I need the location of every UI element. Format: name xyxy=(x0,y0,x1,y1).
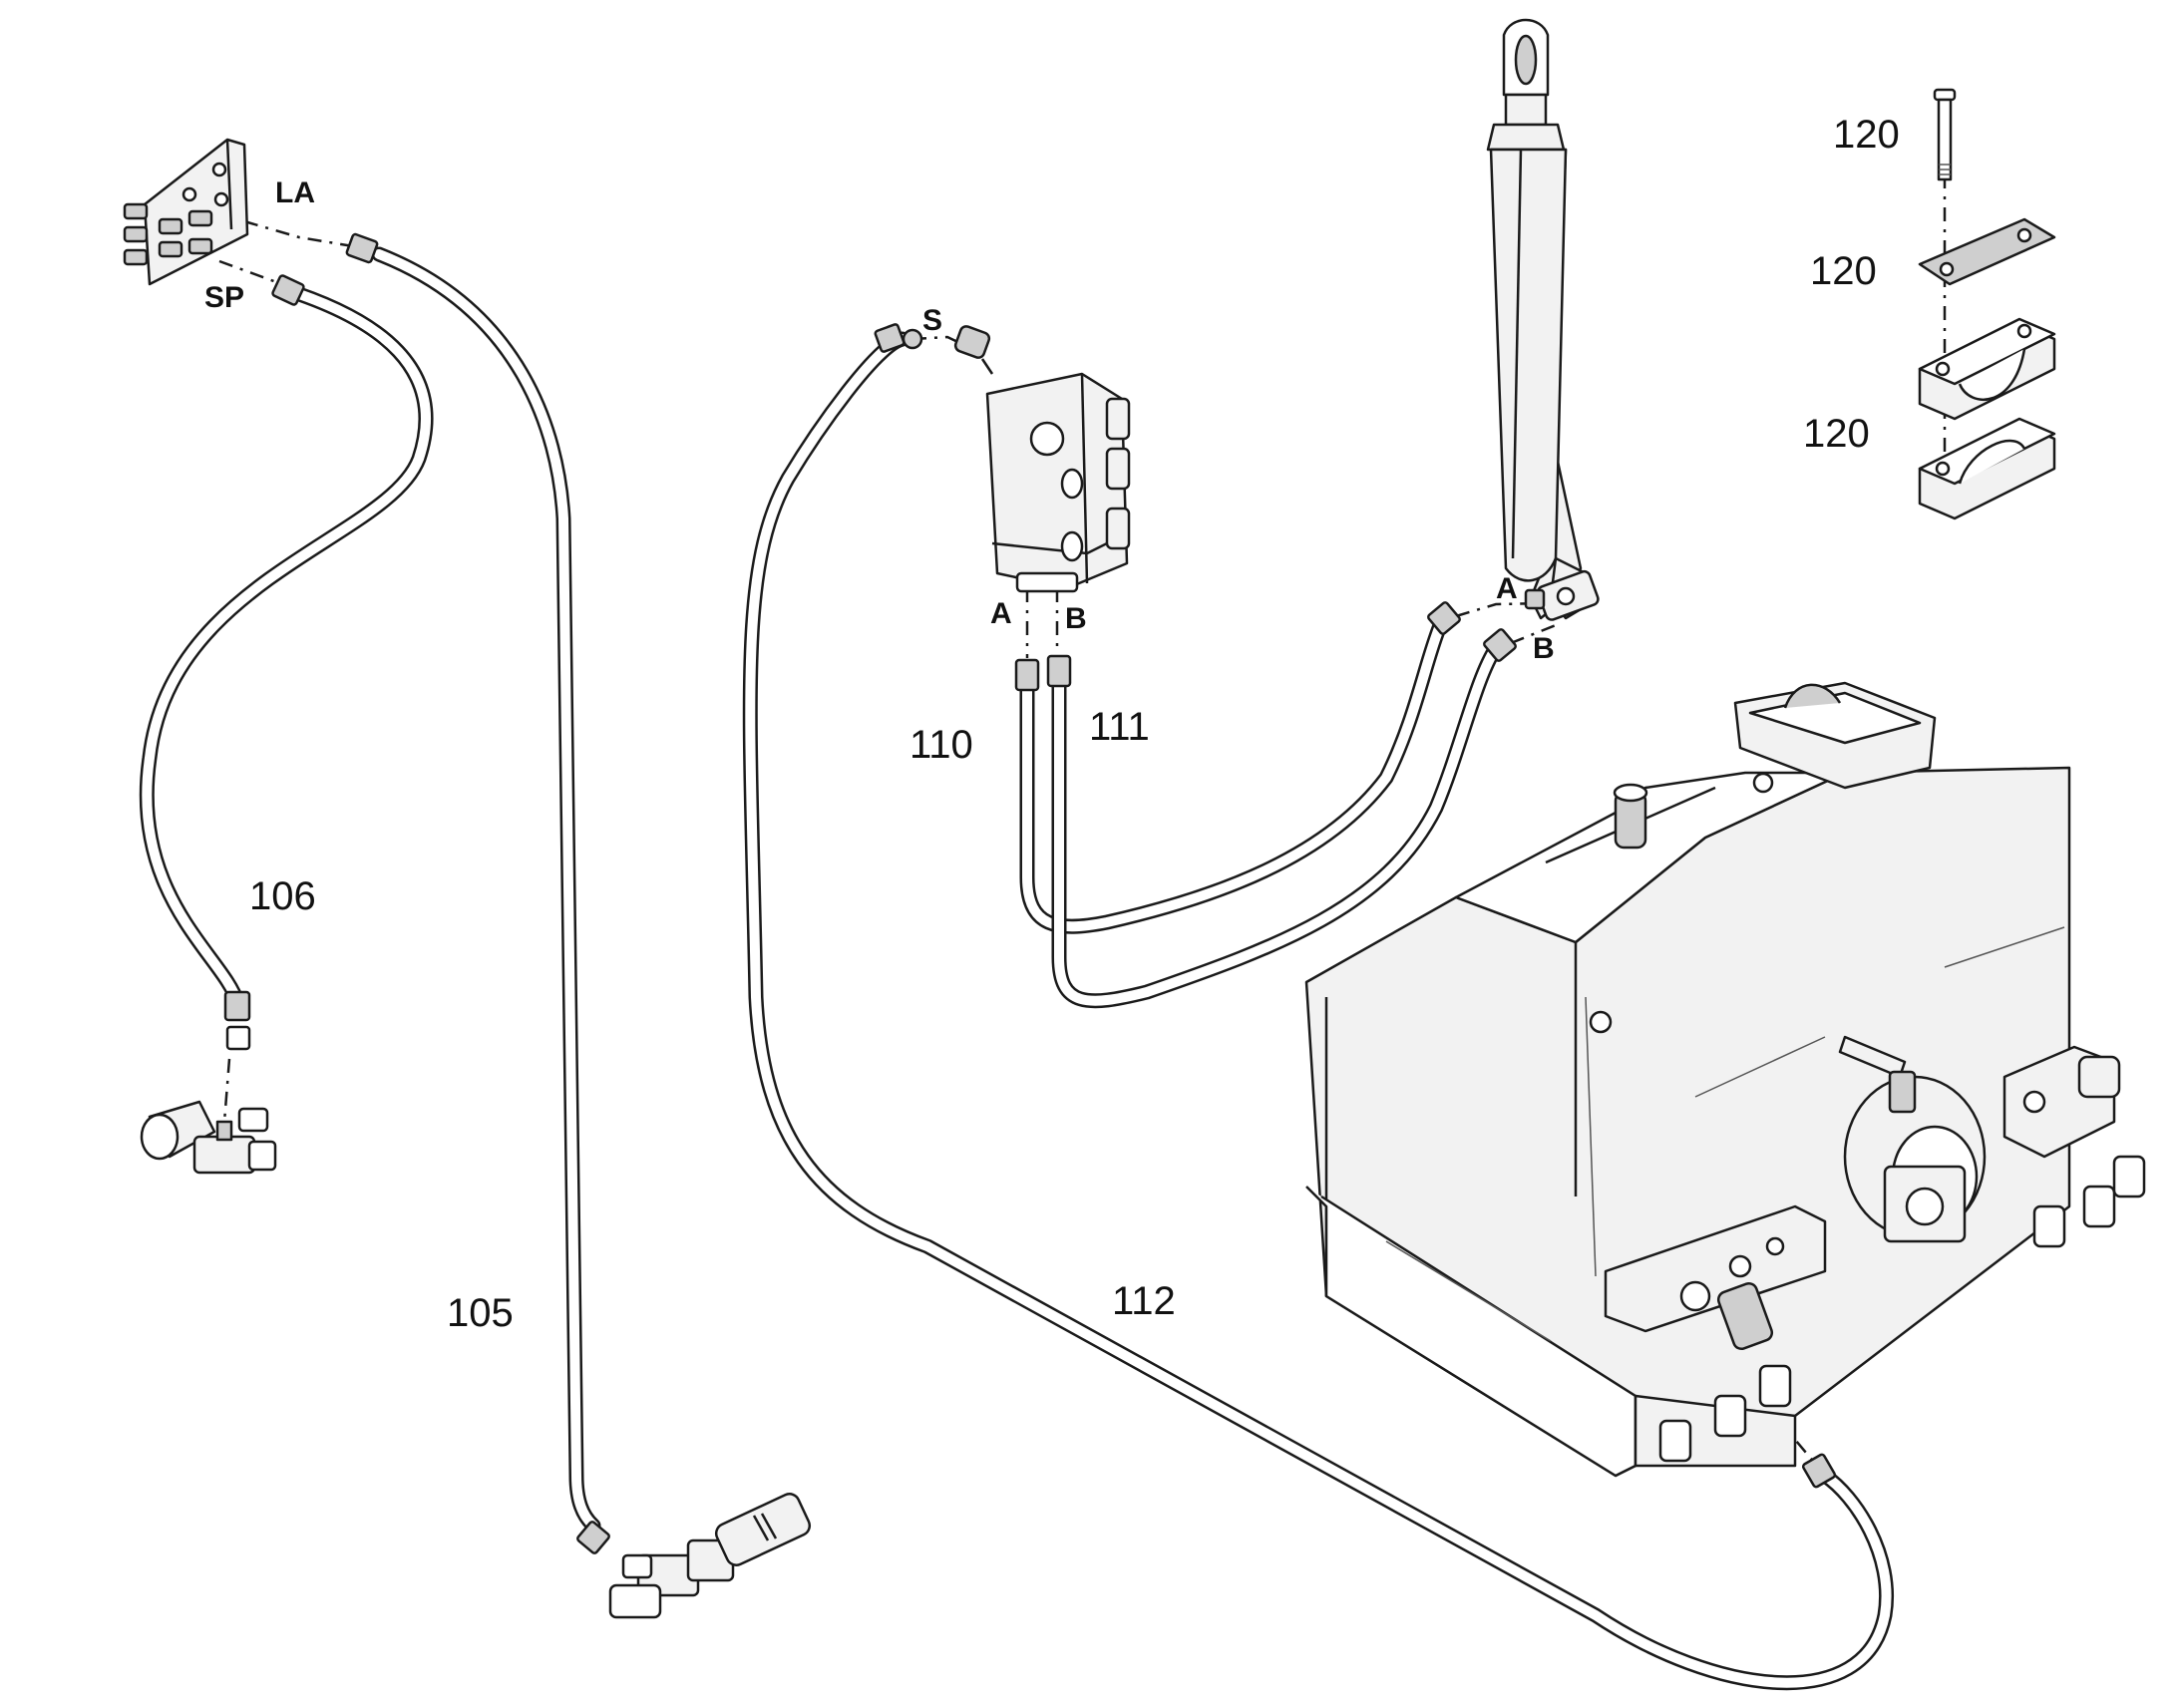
hydraulic-cylinder xyxy=(1486,18,1600,621)
callout-110: 110 xyxy=(909,723,973,767)
callout-111: 111 xyxy=(1089,705,1150,749)
hose-112 xyxy=(742,331,1894,1691)
hose-fittings xyxy=(223,232,1837,1554)
port-label-sp: SP xyxy=(204,281,244,314)
clamp-plate xyxy=(1918,217,2056,286)
port-label-la: LA xyxy=(275,176,315,209)
port-label-valve-a: A xyxy=(990,597,1012,630)
ball-valve-106 xyxy=(140,1100,277,1175)
pipe-clamp xyxy=(1918,317,2056,520)
manifold-plate xyxy=(123,138,249,286)
check-valve-105 xyxy=(608,1493,812,1619)
hose-106 xyxy=(139,281,434,1010)
manifold-fittings xyxy=(123,202,213,266)
callout-112: 112 xyxy=(1112,1279,1176,1323)
hose-111 xyxy=(1051,640,1504,1009)
port-label-cylinder-a: A xyxy=(1496,572,1518,605)
port-label-valve-b: B xyxy=(1065,602,1087,635)
port-label-cylinder-b: B xyxy=(1533,632,1555,665)
hydraulic-tank-assembly xyxy=(1304,681,2146,1478)
callout-120-bolt: 120 xyxy=(1833,113,1900,157)
callout-120-plate: 120 xyxy=(1810,249,1877,293)
clamp-bolt xyxy=(1933,88,1957,181)
hose-105 xyxy=(371,246,601,1534)
control-valve xyxy=(953,325,1131,593)
callout-120-clamp: 120 xyxy=(1803,412,1870,456)
callout-106: 106 xyxy=(249,874,316,918)
callout-105: 105 xyxy=(447,1291,514,1335)
port-label-s: S xyxy=(922,304,942,337)
